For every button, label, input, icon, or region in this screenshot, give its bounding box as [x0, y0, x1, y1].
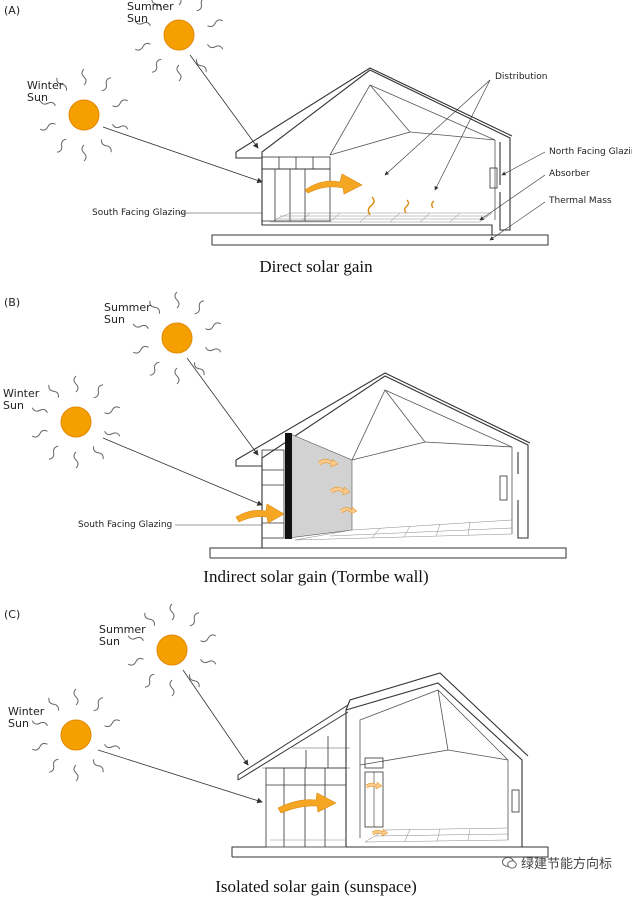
watermark: 绿建节能方向标	[501, 853, 612, 872]
south-glazing-window	[261, 449, 285, 539]
house-outline	[235, 69, 511, 236]
distribution-label: Distribution	[495, 72, 548, 82]
south-glazing-label: South Facing Glazing	[92, 208, 187, 218]
summer-sun-label: Summer Sun	[99, 623, 146, 648]
thermal-mass-label: Thermal Mass	[549, 196, 612, 206]
caption: Isolated solar gain (sunspace)	[215, 877, 417, 896]
winter-ray	[102, 126, 263, 184]
panel-a-drawing	[0, 0, 549, 246]
winter-sun-label: Winter Sun	[8, 705, 45, 730]
caption: Direct solar gain	[259, 257, 373, 276]
trombe-wall	[287, 432, 353, 539]
ground	[211, 234, 549, 246]
north-glazing-label: North Facing Glazing	[549, 147, 632, 157]
summer-ray	[189, 54, 259, 149]
winter-sun-icon	[32, 689, 121, 781]
ground	[209, 547, 567, 559]
panel-b-drawing	[0, 290, 567, 559]
absorber-label: Absorber	[549, 169, 590, 179]
panel-tag: (C)	[4, 608, 21, 621]
floor-grid	[294, 519, 513, 541]
summer-ray	[186, 357, 259, 456]
panel-direct-gain: (A) Summer Sun Winter Sun Distribution N…	[0, 0, 632, 290]
north-window	[499, 475, 508, 501]
south-glazing-label: South Facing Glazing	[78, 520, 173, 530]
floor-grid	[270, 827, 509, 843]
panel-tag: (A)	[4, 4, 21, 17]
summer-sun-label: Summer Sun	[104, 301, 151, 326]
sunspace-roof	[237, 704, 349, 781]
house-outline	[235, 375, 529, 549]
watermark-text: 绿建节能方向标	[520, 857, 612, 872]
heat-arrow	[304, 173, 363, 195]
winter-sun-label: Winter Sun	[3, 387, 40, 412]
panel-tag: (B)	[4, 296, 21, 309]
north-window	[511, 789, 520, 813]
caption: Indirect solar gain (Tormbe wall)	[203, 567, 429, 586]
heat-arrow	[277, 792, 337, 814]
absorber-wall	[285, 433, 292, 539]
winter-sun-icon	[32, 376, 121, 468]
house-outline	[345, 672, 529, 848]
winter-ray	[97, 749, 263, 804]
floor-grid	[269, 212, 493, 223]
ground	[231, 846, 549, 858]
heat-arrow	[235, 503, 285, 524]
summer-ray	[182, 669, 249, 766]
panel-c-drawing	[0, 600, 549, 858]
north-window	[489, 167, 498, 189]
panel-isolated-gain: (C) Summer Sun Winter Sun Isolated solar…	[0, 600, 632, 900]
sunspace-glazing	[265, 736, 347, 848]
panel-indirect-gain: (B) Summer Sun Winter Sun South Facing G…	[0, 290, 632, 600]
wechat-icon	[501, 856, 517, 869]
winter-sun-label: Winter Sun	[27, 79, 64, 104]
summer-sun-label: Summer Sun	[127, 0, 174, 25]
summer-sun-icon	[128, 604, 217, 696]
south-glazing-window	[261, 156, 331, 222]
winter-ray	[102, 437, 263, 506]
